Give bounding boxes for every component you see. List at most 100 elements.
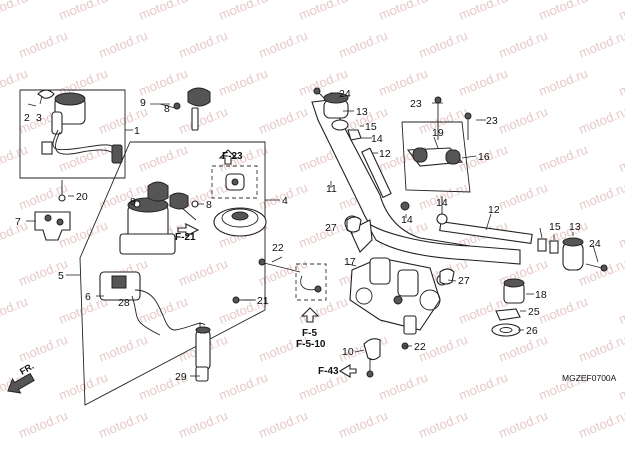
watermark-text: motod.ru [57, 142, 110, 175]
watermark-text: motod.ru [217, 0, 270, 23]
watermark-text: motod.ru [577, 256, 625, 289]
callout-c12a: 12 [379, 148, 391, 160]
watermark-text: motod.ru [17, 408, 70, 441]
callout-c8a: 8 [164, 103, 170, 115]
callout-c7: 7 [15, 216, 21, 228]
callout-c14c: 14 [436, 197, 448, 209]
callout-c3: 3 [36, 112, 42, 124]
watermark-text: motod.ru [497, 332, 550, 365]
watermark-text: motod.ru [577, 28, 625, 61]
callout-c16: 16 [478, 151, 490, 163]
callout-c28: 28 [118, 297, 130, 309]
watermark-text: motod.ru [0, 0, 30, 23]
watermark-text: motod.ru [497, 180, 550, 213]
right-bar-end-set [436, 196, 608, 272]
ref-f510: F-5-10 [296, 339, 326, 350]
watermark-text: motod.ru [377, 66, 430, 99]
ref-f43: F-43 [318, 366, 339, 377]
watermark-text: motod.ru [577, 332, 625, 365]
watermark-text: motod.ru [0, 294, 30, 327]
watermark-text: motod.ru [0, 142, 30, 175]
callout-c27b: 27 [458, 275, 470, 287]
clamp-10 [363, 338, 409, 378]
callout-c14b: 14 [401, 214, 413, 226]
watermark-text: motod.ru [57, 370, 110, 403]
watermark-text: motod.ru [217, 370, 270, 403]
watermark-text: motod.ru [337, 28, 390, 61]
leader-lines [26, 92, 599, 377]
callout-c12b: 12 [488, 204, 500, 216]
callout-c21: 21 [257, 295, 269, 307]
watermark-text: motod.ru [137, 66, 190, 99]
callout-c4: 4 [282, 195, 288, 207]
watermark-text: motod.ru [457, 0, 510, 23]
callout-c23b: 23 [486, 115, 498, 127]
callout-c20: 20 [76, 191, 88, 203]
watermark-text: motod.ru [97, 28, 150, 61]
watermark-text: motod.ru [497, 104, 550, 137]
callout-c23a: 23 [410, 98, 422, 110]
watermark-text: motod.ru [417, 408, 470, 441]
watermark-text: motod.ru [177, 256, 230, 289]
reference-labels: F-23F-21F-5F-5-10F-43 [175, 151, 339, 377]
watermark-text: motod.ru [577, 408, 625, 441]
callout-c13b: 13 [569, 221, 581, 233]
callout-c1: 1 [134, 125, 140, 137]
callout-c22a: 22 [272, 242, 284, 254]
watermark-text: motod.ru [297, 0, 350, 23]
bolt-22 [258, 258, 327, 301]
watermark-text: motod.ru [457, 66, 510, 99]
watermark-text: motod.ru [97, 408, 150, 441]
watermark-text: motod.ru [617, 218, 625, 251]
watermark-text: motod.ru [57, 0, 110, 23]
front-arrow [7, 372, 35, 394]
callout-c24b: 24 [589, 238, 601, 250]
callout-c14a: 14 [371, 133, 383, 145]
watermark-text: motod.ru [377, 0, 430, 23]
callout-c10: 10 [342, 346, 354, 358]
watermark-text: motod.ru [0, 66, 30, 99]
callout-c13a: 13 [356, 106, 368, 118]
callout-c11: 11 [326, 183, 337, 195]
watermark-text: motod.ru [177, 104, 230, 137]
watermark-text: motod.ru [537, 66, 590, 99]
watermark-text: motod.ru [17, 332, 70, 365]
watermark-text: motod.ru [137, 294, 190, 327]
watermark-text: motod.ru [617, 66, 625, 99]
callout-c15b: 15 [549, 221, 561, 233]
callout-c9: 9 [140, 97, 146, 109]
watermark-text: motod.ru [617, 0, 625, 23]
watermark-text: motod.ru [497, 408, 550, 441]
watermark-text: motod.ru [137, 142, 190, 175]
watermark-text: motod.ru [577, 104, 625, 137]
callout-c25: 25 [528, 306, 540, 318]
diagram-code: MGZEF0700A [562, 373, 617, 383]
watermark-text: motod.ru [297, 294, 350, 327]
callout-c29: 29 [175, 371, 187, 383]
watermark-text: motod.ru [417, 28, 470, 61]
watermark-text: motod.ru [177, 28, 230, 61]
callout-c18: 18 [535, 289, 547, 301]
callout-c8b: 8 [130, 196, 136, 208]
watermark-text: motod.ru [97, 332, 150, 365]
upper-holder [401, 96, 472, 193]
watermark-text: motod.ru [537, 142, 590, 175]
watermark-text: motod.ru [257, 28, 310, 61]
ref-f21: F-21 [175, 232, 196, 243]
callout-c8c: 8 [206, 199, 212, 211]
ref-f23: F-23 [222, 151, 243, 162]
callout-c15a: 15 [365, 121, 377, 133]
watermark-text: motod.ru [17, 28, 70, 61]
ignition-wire-harness [19, 89, 126, 202]
watermark-layer: motod.ru motod.ru motod.ru motod.ru motod.ru… [0, 0, 625, 441]
reference-arrows [300, 307, 357, 378]
watermark-text: motod.ru [457, 370, 510, 403]
watermark-text: motod.ru [337, 408, 390, 441]
callout-c27a: 27 [325, 222, 337, 234]
watermark-text: motod.ru [617, 142, 625, 175]
ref-f5: F-5 [302, 328, 317, 339]
watermark-text: motod.ru [217, 66, 270, 99]
